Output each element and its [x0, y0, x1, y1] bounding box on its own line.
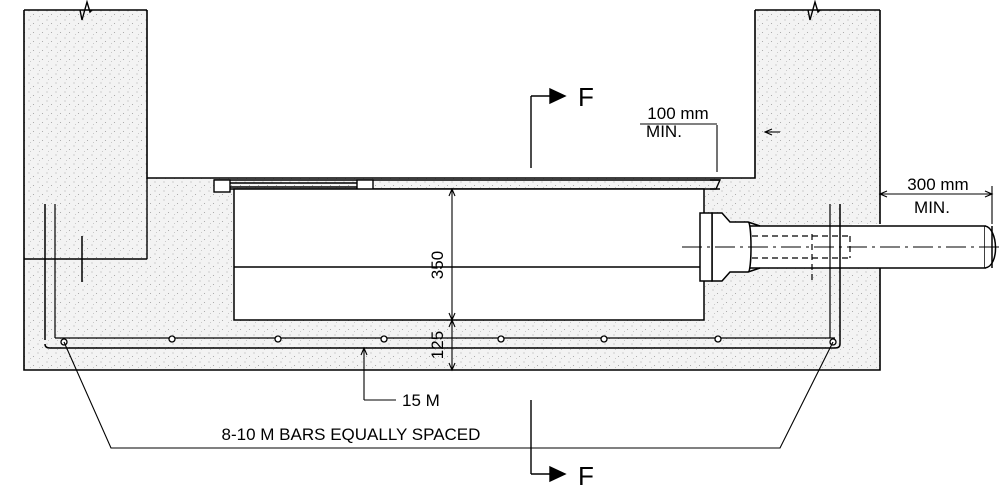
- right-arrow-icon: [549, 87, 567, 105]
- section-cut-bottom: [530, 400, 567, 483]
- drain-channel: [233, 188, 705, 321]
- rebar-15m-leader: [360, 346, 396, 401]
- rebar-cage: [44, 204, 841, 349]
- right-arrow-icon: [549, 465, 567, 483]
- depth-lower-label: 125: [428, 331, 447, 359]
- rebar-15m-label: 15 M: [402, 391, 440, 410]
- rebar-bars-leader: [63, 341, 834, 449]
- section-bottom-label: F: [578, 461, 594, 489]
- pipe-clearance-dimension: [878, 186, 994, 224]
- clearance-min-label: MIN.: [646, 122, 682, 141]
- pipe-clearance-value-label: 300 mm: [907, 175, 968, 194]
- clearance-dimension: [716, 125, 780, 172]
- pipe-clearance-min-label: MIN.: [914, 198, 950, 217]
- clearance-value-label: 100 mm: [647, 104, 708, 123]
- section-top-label: F: [578, 82, 594, 112]
- depth-dimension: [448, 187, 456, 372]
- rebar-dots: [60, 335, 837, 346]
- rebar-bars-label: 8-10 M BARS EQUALLY SPACED: [222, 425, 481, 444]
- depth-upper-label: 350: [428, 251, 447, 279]
- break-line-icon: [79, 0, 821, 21]
- section-cut-top: [530, 87, 567, 168]
